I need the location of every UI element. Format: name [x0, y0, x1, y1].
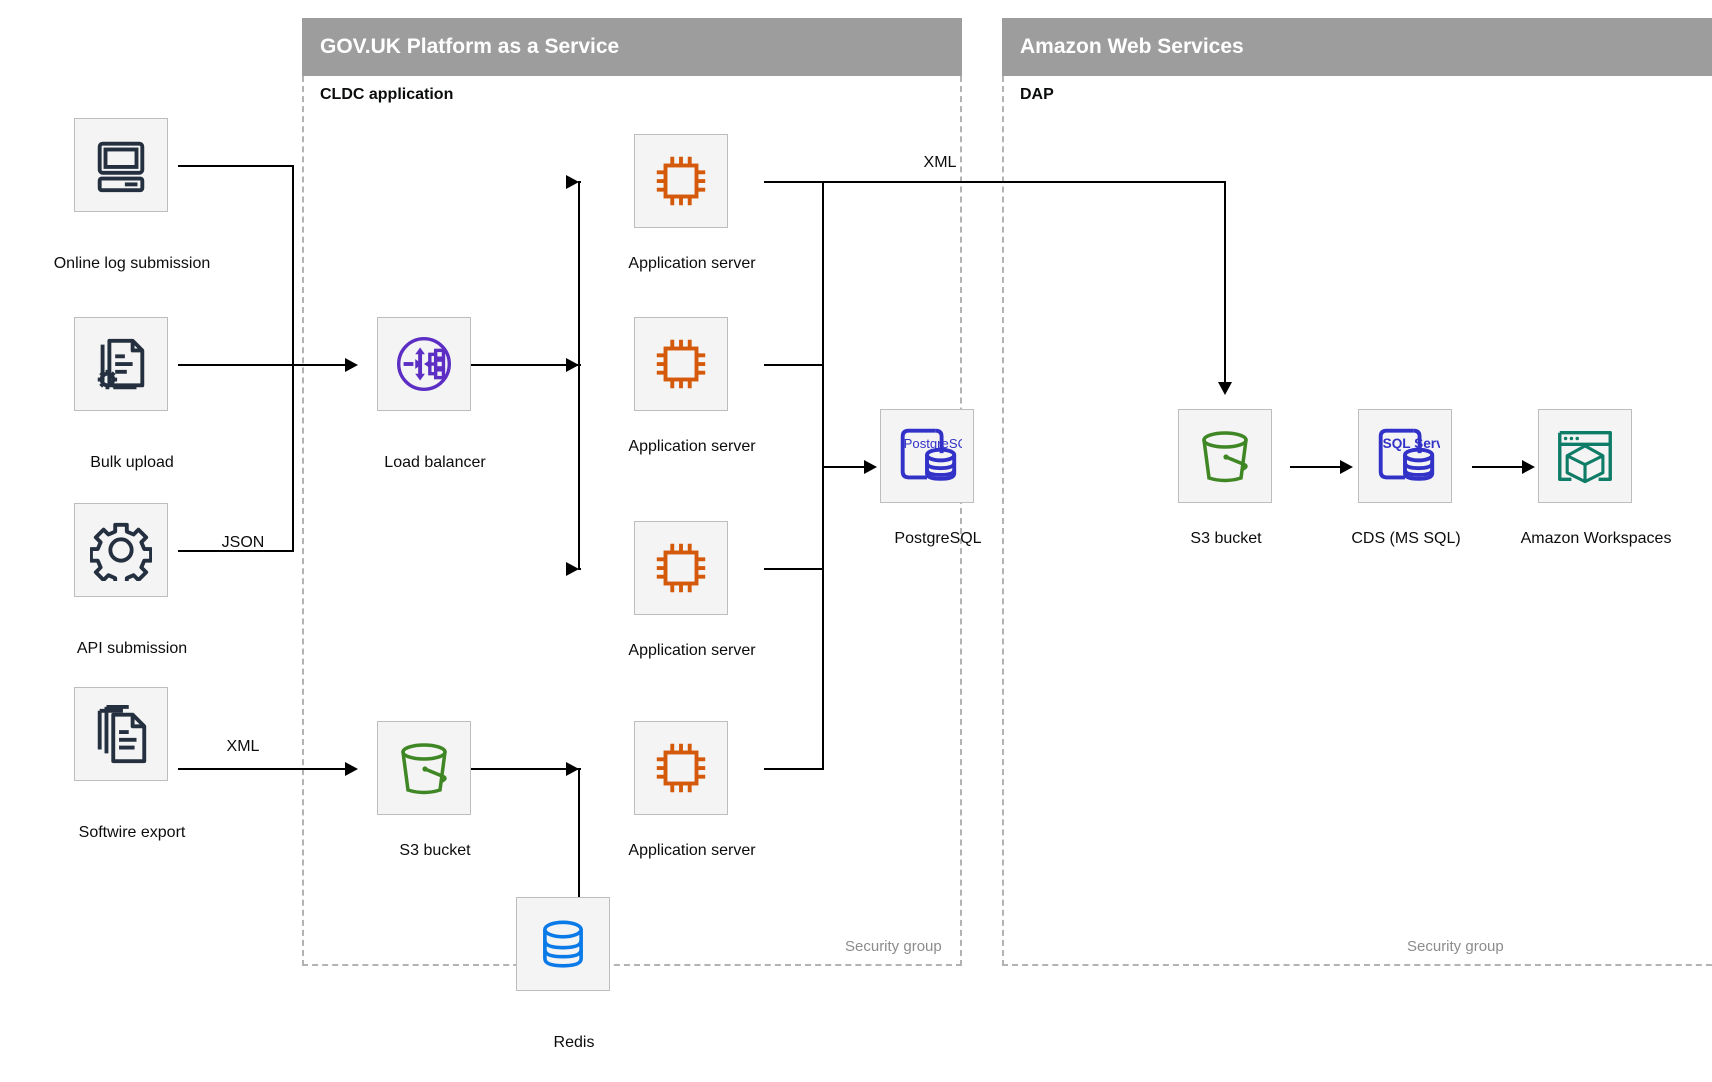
node-label-aws-s3-bucket: S3 bucket: [1190, 530, 1262, 547]
node-cds-ms-sql[interactable]: SQL Server: [1358, 409, 1452, 503]
node-redis[interactable]: [516, 897, 610, 991]
node-load-balancer[interactable]: [377, 317, 471, 411]
arrowhead-into-paas-s3: [345, 762, 358, 776]
node-aws-s3-bucket[interactable]: [1178, 409, 1272, 503]
node-label-load-balancer: Load balancer: [384, 454, 486, 471]
node-app-server-2[interactable]: [634, 317, 728, 411]
wire-bulk-upload-to-lb: [178, 364, 354, 366]
node-label-app-server-3: Application server: [628, 642, 756, 659]
document-stack-icon: [90, 703, 152, 765]
arrowhead-into-cds: [1340, 460, 1353, 474]
wire-cds-to-workspaces: [1472, 466, 1530, 468]
node-paas-s3-bucket[interactable]: [377, 721, 471, 815]
cpu-chip-icon: [650, 537, 712, 599]
node-label-paas-s3-bucket: S3 bucket: [399, 842, 471, 859]
group-header-aws: Amazon Web Services: [1002, 18, 1712, 76]
arrowhead-into-aws-s3: [1218, 382, 1232, 395]
bucket-icon: [392, 736, 456, 800]
workspaces-cube-icon: [1552, 423, 1618, 489]
node-online-log-submission[interactable]: [74, 118, 168, 212]
edge-label-xml-dap: XML: [923, 154, 957, 171]
wire-app4-to-pg: [764, 768, 824, 770]
group-header-aws-label: Amazon Web Services: [1020, 35, 1244, 58]
wire-xml-to-aws: [764, 181, 1226, 183]
database-cylinder-icon: [534, 915, 592, 973]
gear-icon: [90, 519, 152, 581]
desktop-computer-icon: [90, 134, 152, 196]
cpu-chip-icon: [650, 333, 712, 395]
node-label-api-submission: API submission: [76, 640, 188, 657]
wire-s3-to-app4: [471, 768, 581, 770]
wire-s3-to-cds: [1290, 466, 1348, 468]
node-app-server-4[interactable]: [634, 721, 728, 815]
arrowhead-into-app-server-4: [566, 762, 579, 776]
svg-text:SQL Server: SQL Server: [1383, 436, 1440, 451]
node-app-server-3[interactable]: [634, 521, 728, 615]
arrowhead-into-app-server-1: [566, 175, 579, 189]
security-group-label-paas: Security group: [845, 938, 942, 955]
node-label-bulk-upload: Bulk upload: [90, 454, 174, 471]
region-title-cldc: CLDC application: [320, 86, 454, 103]
postgresql-icon: PostgreSQL: [892, 421, 962, 491]
arrowhead-into-postgresql: [864, 460, 877, 474]
wire-bus-vertical-upper: [292, 165, 294, 365]
bucket-icon: [1193, 424, 1257, 488]
arrowhead-into-app-server-2: [566, 358, 579, 372]
node-app-server-1[interactable]: [634, 134, 728, 228]
dashed-region-paas: [302, 76, 962, 966]
security-group-label-aws: Security group: [1407, 938, 1504, 955]
wire-app2-to-pg: [764, 364, 824, 366]
cpu-chip-icon: [650, 150, 712, 212]
node-label-redis: Redis: [553, 1034, 595, 1051]
svg-text:PostgreSQL: PostgreSQL: [904, 436, 962, 451]
edge-label-json: JSON: [221, 534, 265, 551]
arrowhead-into-load-balancer: [345, 358, 358, 372]
wire-bus-vertical-lower: [292, 364, 294, 552]
node-label-app-server-2: Application server: [628, 438, 756, 455]
wire-xml-down-to-s3: [1224, 181, 1226, 385]
wire-softwire-to-s3: [178, 768, 354, 770]
wire-app3-to-pg: [764, 568, 824, 570]
wire-online-log-to-bus: [178, 165, 294, 167]
sql-server-icon: SQL Server: [1370, 421, 1440, 491]
load-balancer-icon: [389, 329, 459, 399]
wire-lb-fanout-vertical: [578, 181, 580, 569]
node-amazon-workspaces[interactable]: [1538, 409, 1632, 503]
document-gear-icon: [90, 333, 152, 395]
node-label-amazon-workspaces: Amazon Workspaces: [1520, 530, 1672, 547]
group-header-paas-label: GOV.UK Platform as a Service: [320, 35, 620, 58]
wire-redis-vertical: [578, 768, 580, 897]
node-postgresql[interactable]: PostgreSQL: [880, 409, 974, 503]
cpu-chip-icon: [650, 737, 712, 799]
node-softwire-export[interactable]: [74, 687, 168, 781]
wire-pg-collector-vertical: [822, 181, 824, 770]
node-label-cds-ms-sql: CDS (MS SQL): [1351, 530, 1461, 547]
arrowhead-into-app-server-3: [566, 562, 579, 576]
wire-lb-to-app1: [578, 181, 581, 183]
group-header-paas: GOV.UK Platform as a Service: [302, 18, 962, 76]
node-label-app-server-4: Application server: [628, 842, 756, 859]
wire-lb-out: [471, 364, 581, 366]
wire-api-to-bus: [178, 550, 294, 552]
wire-lb-to-app3: [578, 568, 581, 570]
node-bulk-upload[interactable]: [74, 317, 168, 411]
node-api-submission[interactable]: [74, 503, 168, 597]
arrowhead-into-workspaces: [1522, 460, 1535, 474]
node-label-postgresql: PostgreSQL: [894, 530, 982, 547]
edge-label-xml-source: XML: [226, 738, 260, 755]
node-label-softwire-export: Softwire export: [78, 824, 186, 841]
region-title-dap: DAP: [1020, 86, 1054, 103]
dashed-region-aws: [1002, 76, 1712, 966]
node-label-app-server-1: Application server: [628, 255, 756, 272]
node-label-online-log-submission: Online log submission: [53, 255, 211, 272]
wire-pg-into-node: [822, 466, 872, 468]
